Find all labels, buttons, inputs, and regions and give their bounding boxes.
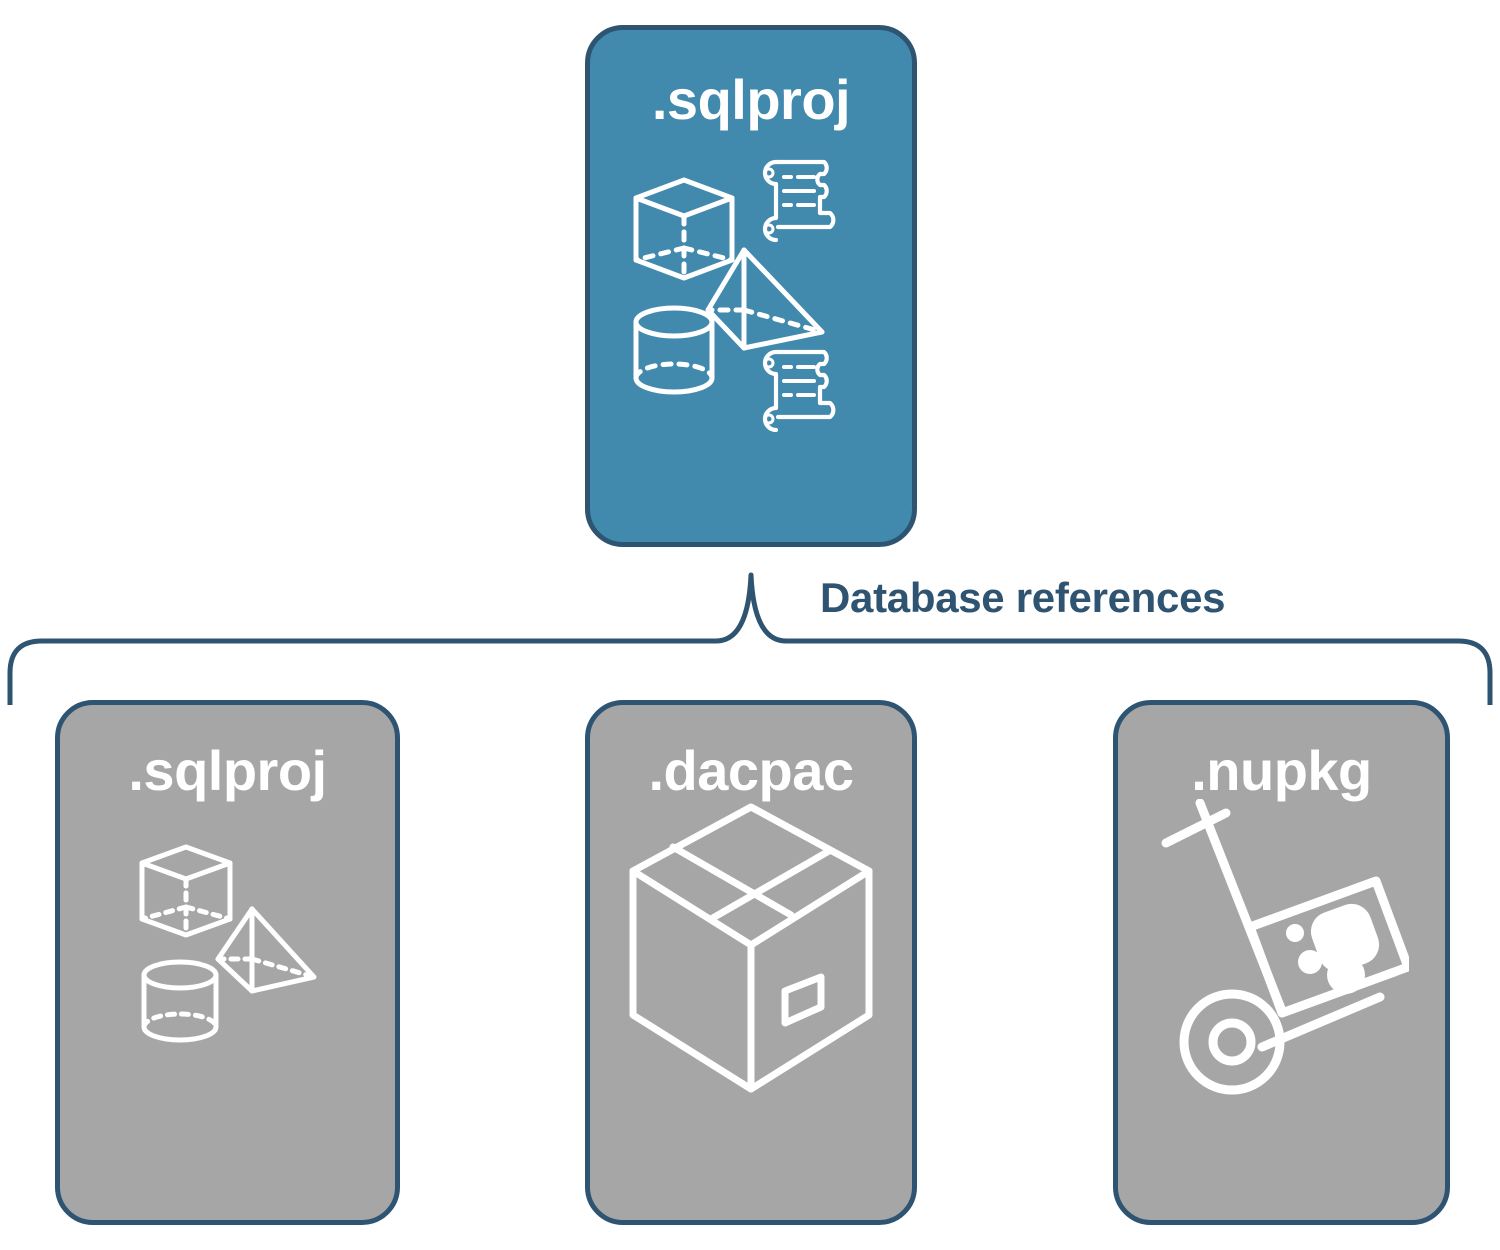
- scroll-icon: [762, 159, 836, 243]
- scroll-icon: [762, 349, 836, 433]
- card-title-dacpac: .dacpac: [648, 739, 854, 802]
- nupkg-icon-cluster: [1161, 799, 1409, 1095]
- cylinder-icon: [141, 959, 218, 1043]
- package-box-icon-wrap: [629, 803, 873, 1093]
- card-title-nupkg: .nupkg: [1191, 739, 1372, 802]
- nuget-package-icon: [1245, 876, 1409, 1018]
- package-box-icon: [629, 803, 873, 1093]
- primary-icon-cluster: [633, 159, 836, 433]
- card-sqlproj-reference[interactable]: .sqlproj: [55, 700, 400, 1225]
- bracket-path: [7, 572, 1493, 705]
- card-sqlproj-primary[interactable]: .sqlproj: [585, 25, 917, 547]
- icon-group-nupkg: [1118, 799, 1445, 1220]
- pyramid-icon: [215, 906, 316, 994]
- icon-group-sqlproj-reference: [60, 799, 395, 1220]
- sqlproj-icon-cluster: [139, 844, 316, 1043]
- nuget-glyph-icon: [1286, 903, 1380, 994]
- card-title-sqlproj-reference: .sqlproj: [128, 739, 327, 802]
- pyramid-icon: [705, 247, 825, 351]
- bracket-connector: [7, 572, 1493, 705]
- card-title-sqlproj-primary: .sqlproj: [651, 68, 851, 131]
- card-nupkg[interactable]: .nupkg: [1113, 700, 1450, 1225]
- icon-group-primary: [590, 128, 912, 542]
- database-references-label: Database references: [814, 575, 1232, 621]
- icon-group-dacpac: [590, 799, 912, 1220]
- card-dacpac[interactable]: .dacpac: [585, 700, 917, 1225]
- cylinder-icon: [633, 305, 715, 395]
- cube-icon: [139, 844, 232, 938]
- cube-icon: [633, 177, 735, 281]
